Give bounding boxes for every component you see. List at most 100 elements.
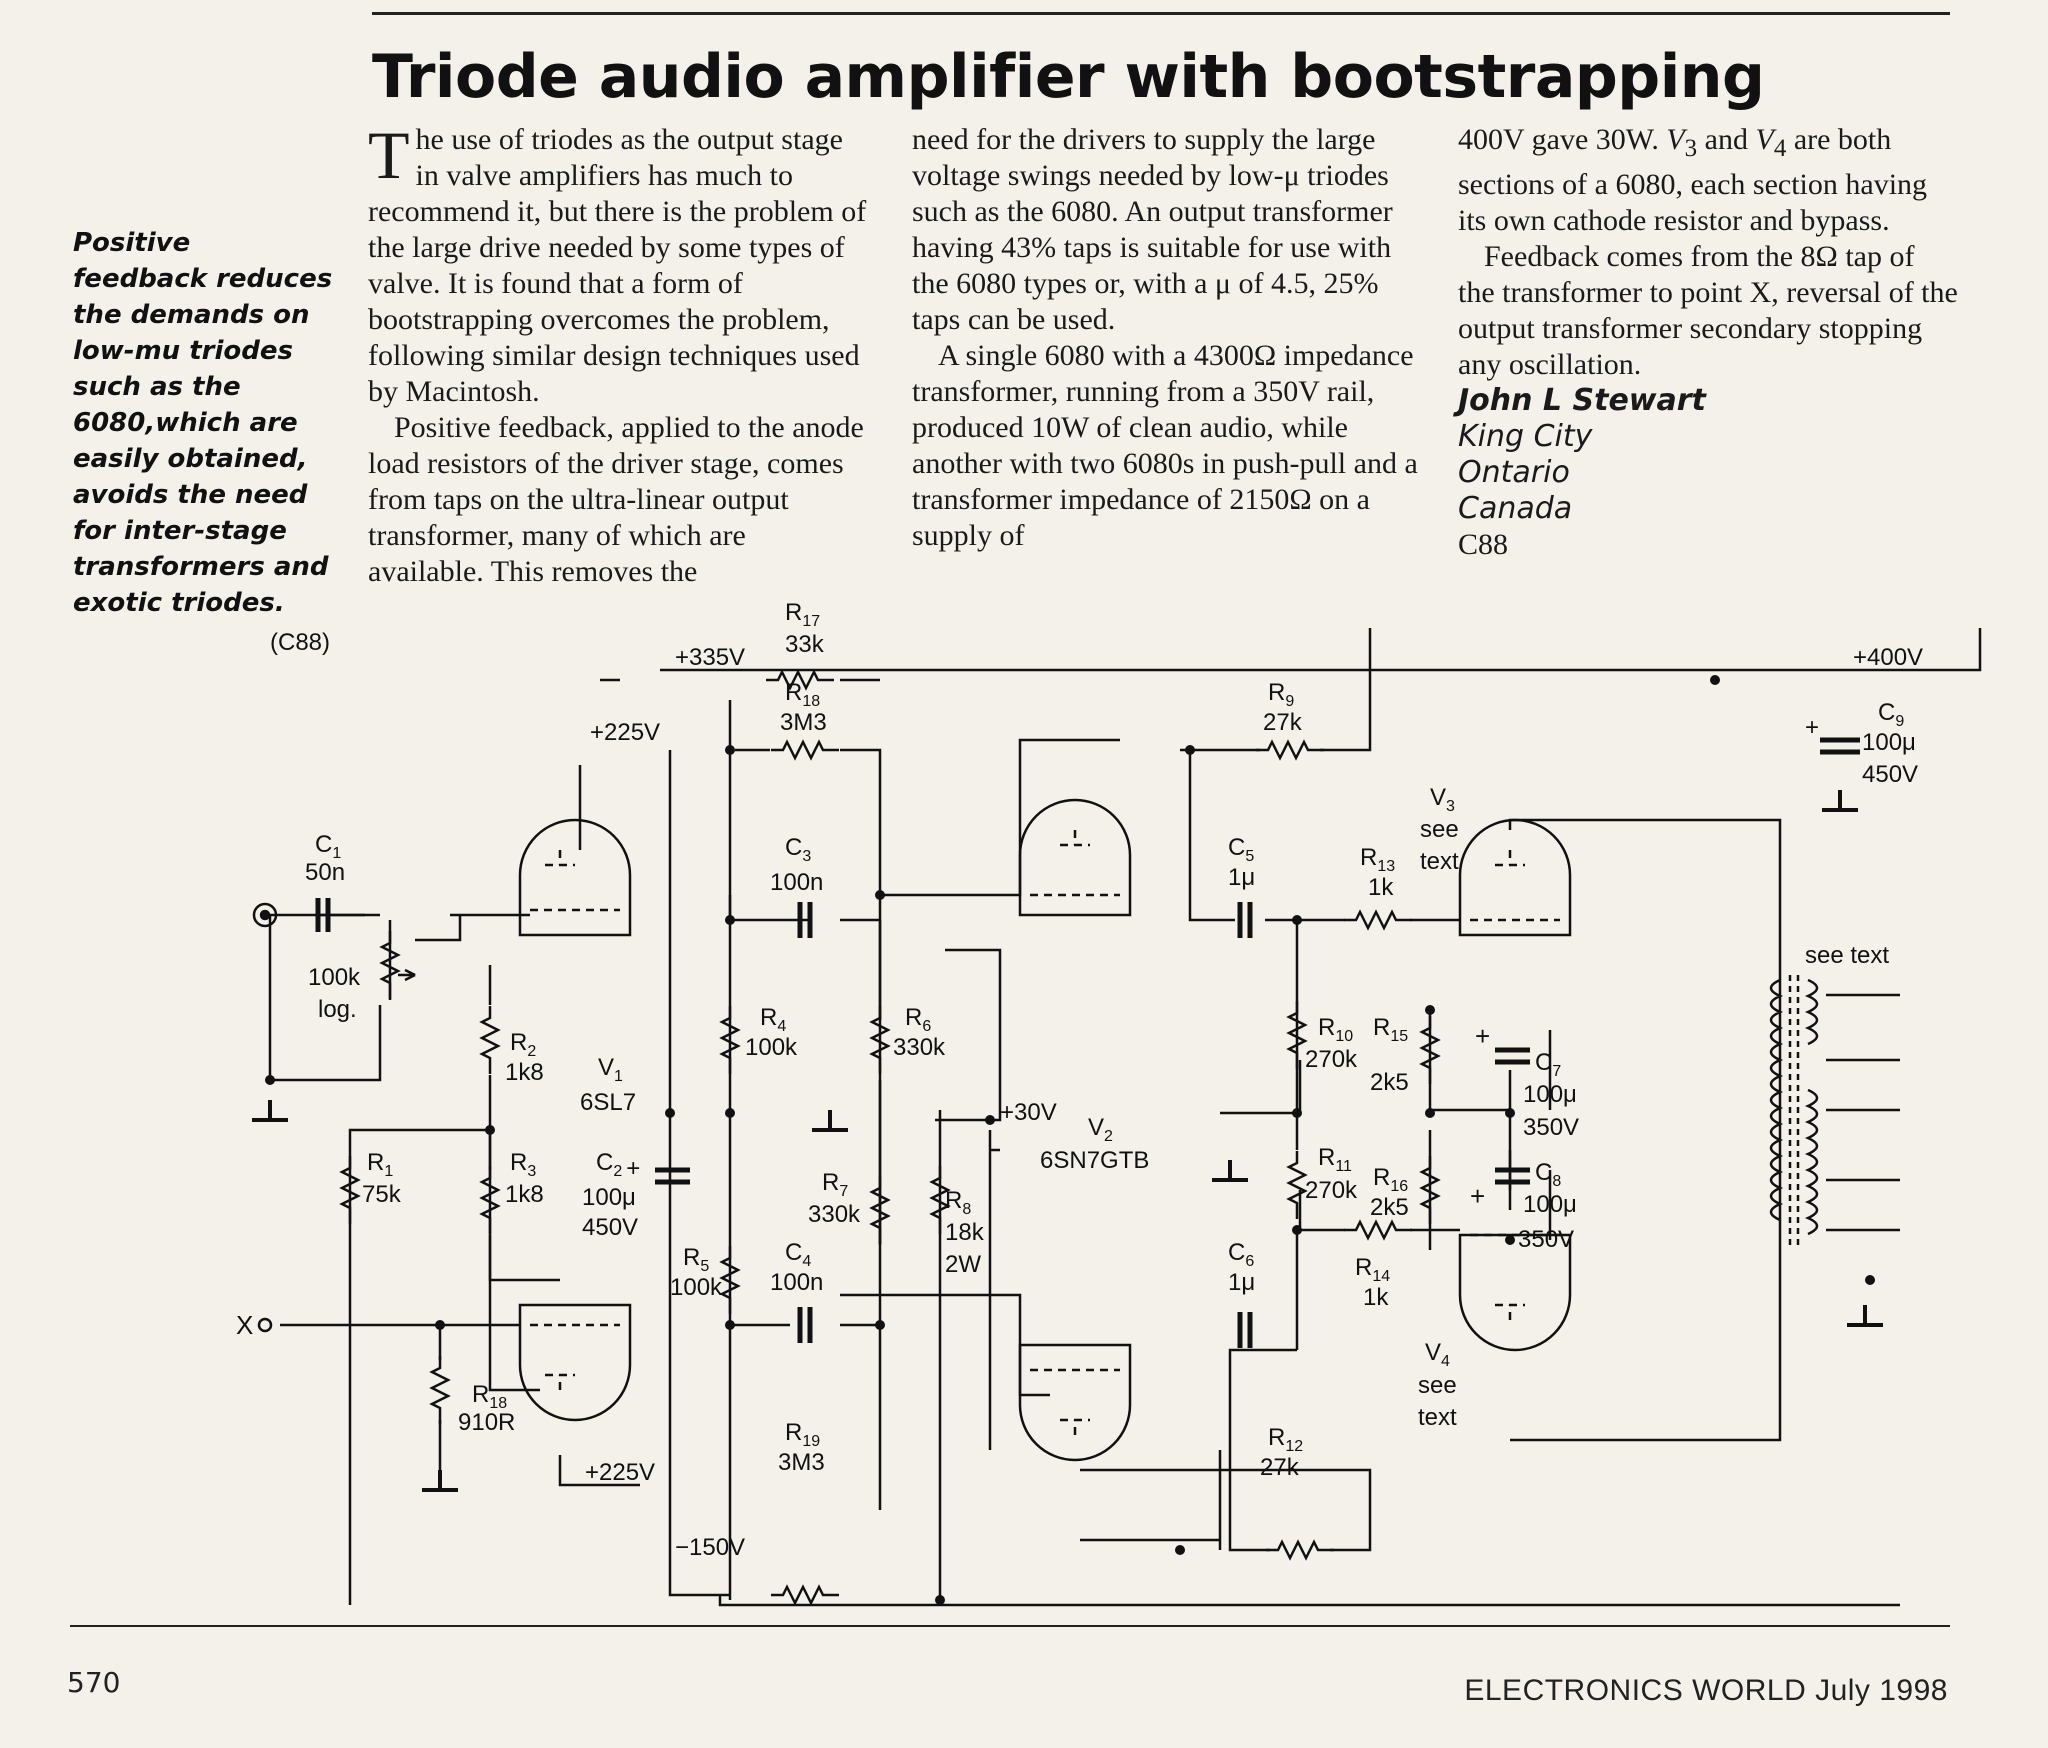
c1-value: 50n: [305, 859, 345, 886]
rail-225v-bottom: +225V: [585, 1459, 655, 1486]
c8-value: 100μ: [1523, 1191, 1577, 1218]
r18a-label: R18: [785, 679, 820, 710]
rail-minus150v: −150V: [675, 1534, 745, 1561]
ground-icon-c9: [1820, 788, 1860, 812]
v2-upper-triode: [1018, 798, 1132, 917]
c2-capacitor: [655, 1167, 690, 1185]
r2-label: R2: [510, 1029, 536, 1060]
ground-icon-v1: [810, 1108, 850, 1132]
v1-lower-triode: [518, 1303, 632, 1422]
r13-label: R13: [1360, 844, 1395, 875]
r19-value: 3M3: [778, 1449, 825, 1476]
r10-node: [1220, 1060, 1302, 1115]
point-x-label: X: [236, 1310, 253, 1340]
ground-icon-r18: [420, 1468, 460, 1492]
c1-label: C1: [315, 831, 341, 862]
c1-capacitor: [315, 898, 331, 932]
r9-label: R9: [1268, 679, 1294, 710]
pot-value: 100k: [308, 964, 361, 991]
rail-minus150v-wire: [718, 1595, 1900, 1607]
article-standfirst: Positive feedback reduces the demands on…: [73, 228, 333, 618]
paragraph-6: Feedback comes from the 8Ω tap of the tr…: [1458, 240, 1958, 381]
v1-label: V1: [598, 1054, 623, 1085]
v4-note-1: see: [1418, 1372, 1457, 1399]
c8-capacitor: [1495, 1167, 1530, 1185]
v3-note-1: see: [1420, 816, 1459, 843]
c7-plus: +: [1475, 1021, 1490, 1051]
author-name: John L Stewart: [1458, 383, 1706, 418]
r3-value: 1k8: [505, 1181, 544, 1208]
rail-225v-top: +225V: [590, 719, 660, 746]
circuit-code: C88: [1458, 528, 1509, 561]
r2-resistor: [480, 1004, 500, 1076]
author-country: Canada: [1458, 491, 1573, 526]
r8-label: R8: [945, 1187, 971, 1218]
r18b-resistor: [430, 1354, 450, 1426]
r10-value: 270k: [1305, 1046, 1358, 1073]
v2-lower-grid: [840, 1293, 1050, 1397]
r1-label: R1: [367, 1149, 393, 1180]
r8-value: 18k: [945, 1219, 985, 1246]
bottom-rule: [70, 1625, 1950, 1627]
c5-node: [1188, 750, 1299, 1150]
c9-voltage: 450V: [1862, 761, 1918, 788]
v2-lower-triode: [1018, 1343, 1132, 1462]
r17-label: R17: [785, 599, 820, 630]
top-rule: [372, 12, 1950, 15]
v4-note-2: text: [1418, 1404, 1457, 1431]
pot-taper: log.: [318, 996, 357, 1023]
amplifier-schematic: (C88) +335V +225V +400V +30V +225V −150V…: [236, 599, 1982, 1607]
text-column-3: 400V gave 30W. V3 and V4 are both sectio…: [1458, 122, 1958, 563]
r8-power: 2W: [945, 1251, 981, 1278]
rail-400v: +400V: [1853, 644, 1923, 671]
r12-label: R12: [1268, 1424, 1303, 1455]
junction-dots: [265, 675, 1875, 1605]
v4-label: V4: [1425, 1339, 1450, 1370]
v1-lower-cathode: [558, 1455, 640, 1487]
v1-type: 6SL7: [580, 1089, 636, 1116]
r19-resistor: [769, 1585, 841, 1605]
author-city: King City: [1458, 419, 1593, 454]
r7-value: 330k: [808, 1201, 861, 1228]
r18b-label: R18: [472, 1381, 507, 1412]
r17-value: 33k: [785, 631, 825, 658]
v3-anode-to-xfmr: [1508, 818, 1782, 1442]
c2-voltage: 450V: [582, 1214, 638, 1241]
rail-400v-wire: [660, 628, 1982, 672]
r11-resistor: [1287, 1149, 1307, 1221]
v4-pentode: [1458, 1233, 1572, 1352]
paragraph-5: 400V gave 30W. V3 and V4 are both sectio…: [1458, 123, 1928, 237]
ground-icon-input: [250, 1098, 290, 1122]
c7-voltage: 350V: [1523, 1114, 1579, 1141]
r15-r16-node: [1428, 1010, 1512, 1190]
r16-value: 2k5: [1370, 1194, 1409, 1221]
v3-pentode: [1458, 818, 1572, 937]
r2-value: 1k8: [505, 1059, 544, 1086]
c2-label: C2+: [596, 1149, 640, 1182]
c8-voltage: 350V: [1518, 1226, 1574, 1253]
publication-footer: ELECTRONICS WORLD July 1998: [1464, 1674, 1948, 1707]
c5-capacitor: [1237, 902, 1253, 938]
c9-capacitor: [1820, 737, 1860, 755]
rail-335v: +335V: [675, 644, 745, 671]
c7-label: C7: [1535, 1049, 1561, 1080]
c4-capacitor: [797, 1307, 813, 1343]
c3-node: [728, 895, 880, 922]
r1-value: 75k: [362, 1181, 402, 1208]
r7-label: R7: [822, 1169, 848, 1200]
r12-wire: [1080, 1348, 1372, 1552]
paragraph-3: need for the drivers to supply the large…: [912, 123, 1393, 336]
c9-plus: +: [1805, 714, 1819, 741]
r4-value: 100k: [745, 1034, 798, 1061]
input-jack-icon: [252, 902, 278, 928]
ground-icon-output: [1845, 1303, 1885, 1327]
r6-label: R6: [905, 1004, 931, 1035]
paragraph-2: Positive feedback, applied to the anode …: [368, 411, 864, 588]
v3-note-2: text: [1420, 848, 1459, 875]
r9-resistor: [1254, 740, 1326, 760]
c3-capacitor: [797, 902, 813, 938]
c6-capacitor: [1237, 1312, 1253, 1348]
pot-wiper-arrow: [398, 968, 416, 982]
article-title: Triode audio amplifier with bootstrappin…: [372, 42, 1765, 112]
